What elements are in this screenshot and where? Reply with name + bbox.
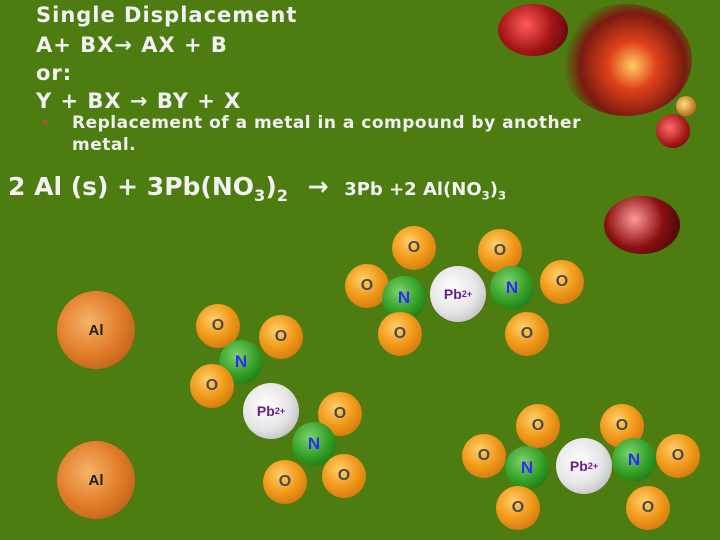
title-line-2: A+ BX→ AX + B <box>36 33 228 57</box>
oxygen-atom: O <box>322 454 366 498</box>
aluminum-atom: Al <box>57 441 135 519</box>
bullet-text: Replacement of a metal in a compound by … <box>72 113 581 155</box>
nitrogen-atom: N <box>490 266 534 310</box>
nitrogen-atom: N <box>505 446 549 490</box>
aluminum-atom: Al <box>57 291 135 369</box>
dark-sphere-decoration <box>604 196 680 254</box>
oxygen-atom: O <box>656 434 700 478</box>
oxygen-atom: O <box>345 264 389 308</box>
oxygen-atom: O <box>462 434 506 478</box>
oxygen-atom: O <box>496 486 540 530</box>
oxygen-atom: O <box>626 486 670 530</box>
equation-reactants: 2 Al (s) + 3Pb(NO3)2 <box>8 172 289 205</box>
oxygen-atom: O <box>478 229 522 273</box>
oxygen-atom: O <box>259 315 303 359</box>
ball-decoration <box>676 96 696 116</box>
arrow-icon: → <box>307 172 329 201</box>
firework-decoration <box>560 4 692 116</box>
oxygen-atom: O <box>540 260 584 304</box>
title-line-3: or: <box>36 61 73 85</box>
title-line-1: Single Displacement <box>36 3 298 27</box>
oxygen-atom: O <box>505 312 549 356</box>
reaction-equation: 2 Al (s) + 3Pb(NO3)2 → 3Pb +2 Al(NO3)3 <box>8 172 506 205</box>
oxygen-atom: O <box>392 226 436 270</box>
nitrogen-atom: N <box>612 438 656 482</box>
bullet-icon: • <box>42 114 48 131</box>
red-sphere-decoration <box>498 4 568 56</box>
title-line-4: Y + BX → BY + X <box>36 89 242 113</box>
small-sphere-decoration <box>656 114 690 148</box>
oxygen-atom: O <box>190 364 234 408</box>
equation-products: 3Pb +2 Al(NO3)3 <box>344 179 507 203</box>
oxygen-atom: O <box>263 460 307 504</box>
oxygen-atom: O <box>378 312 422 356</box>
oxygen-atom: O <box>516 404 560 448</box>
